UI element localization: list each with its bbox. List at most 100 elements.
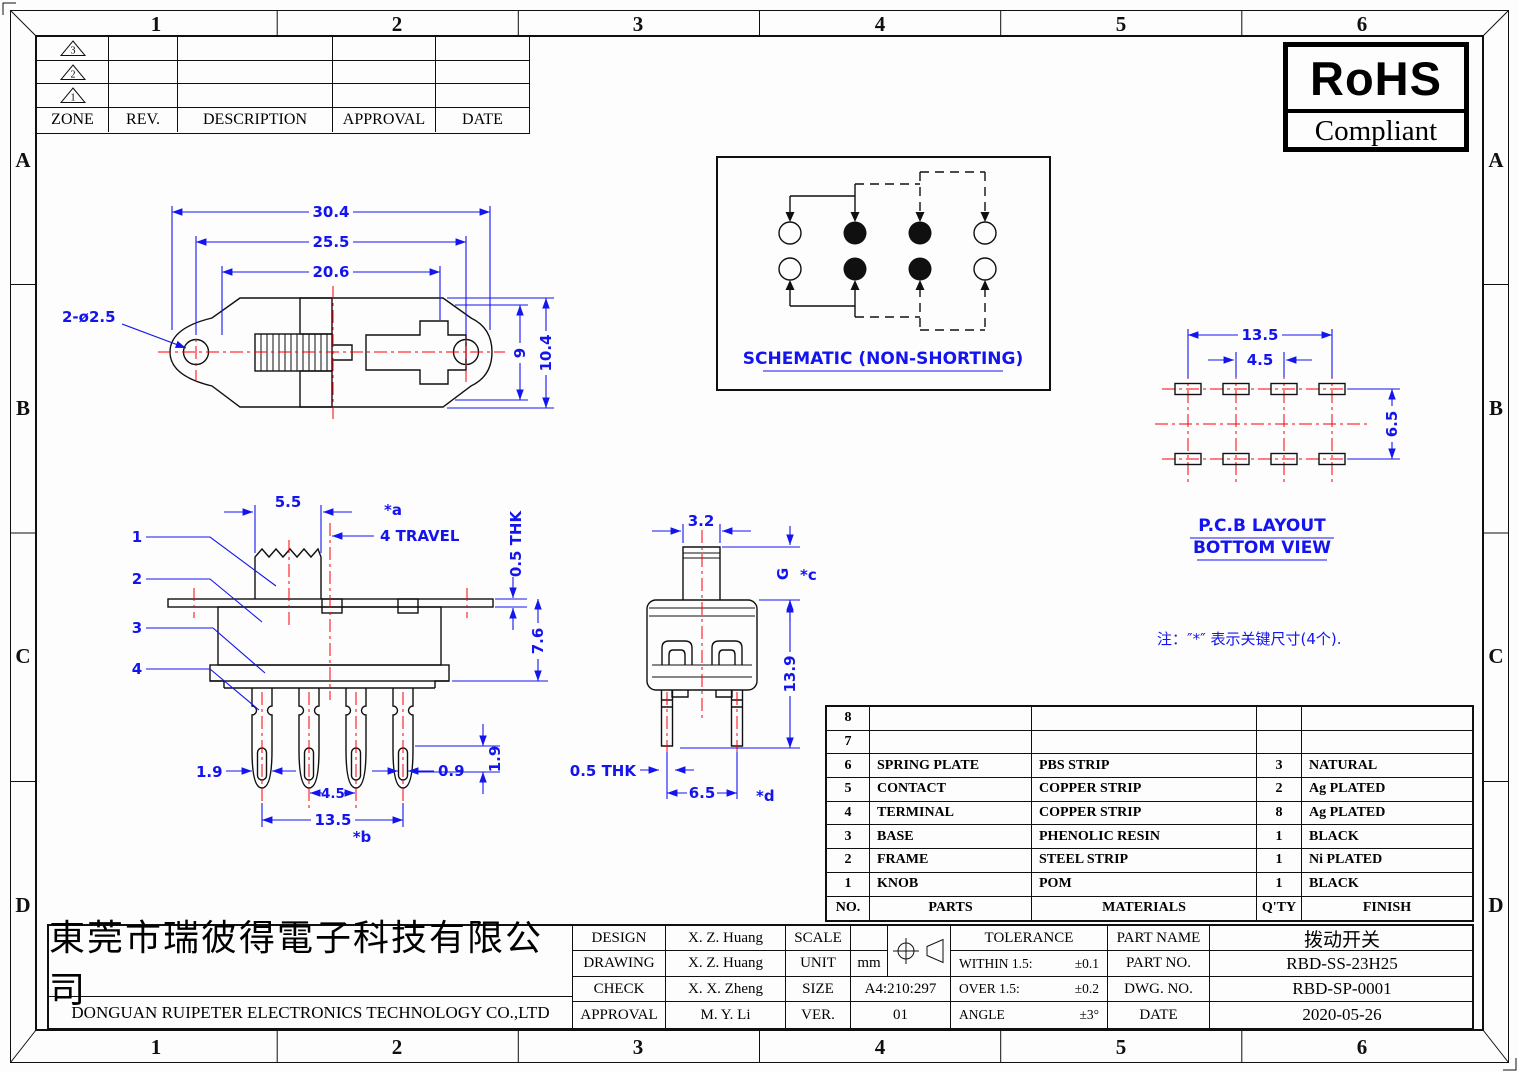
dwg-no-value: RBD-SP-0001: [1209, 977, 1474, 1002]
part-qty: 1: [1257, 849, 1302, 873]
part-no: 6: [827, 754, 870, 779]
part-finish: BLACK: [1302, 825, 1472, 850]
design-label: DESIGN: [572, 926, 665, 951]
svg-text:2: 2: [70, 69, 75, 80]
title-block: 東莞市瑞彼得電子科技有限公司 DONGUAN RUIPETER ELECTRON…: [47, 918, 1474, 1030]
dim-0-9: 0.9: [438, 762, 465, 780]
part-name: TERMINAL: [870, 801, 1032, 826]
zone-bottom-3: 3: [633, 1035, 644, 1059]
dwg-no-label: DWG. NO.: [1107, 977, 1209, 1002]
key-dimension-note: 注：″*″ 表示关键尺寸(4个).: [1157, 630, 1342, 648]
revision-header-approval: APPROVAL: [333, 108, 436, 132]
dim-1-9-left: 1.9: [196, 763, 223, 781]
zone-bottom-4: 4: [875, 1035, 886, 1059]
part-finish: Ni PLATED: [1302, 849, 1472, 873]
check-label: CHECK: [572, 977, 665, 1002]
key-dim-c: *c: [800, 566, 817, 584]
pcb-dim-4-5: 4.5: [1247, 351, 1274, 369]
company-name-en: DONGUAN RUIPETER ELECTRONICS TECHNOLOGY …: [71, 1002, 550, 1022]
unit-value: mm: [850, 951, 887, 977]
zone-left-a: A: [15, 148, 31, 172]
schematic-drawing: SCHEMATIC (NON-SHORTING): [716, 156, 1051, 391]
dim-4-5: 4.5: [321, 786, 345, 802]
parts-header-finish: FINISH: [1362, 900, 1412, 916]
dim-20-6: 20.6: [312, 263, 349, 281]
part-finish: NATURAL: [1302, 754, 1472, 779]
zone-right-a: A: [1488, 148, 1504, 172]
revision-zone-marker: 1: [37, 84, 109, 109]
callout-1-knob: 1: [132, 528, 142, 546]
zone-bottom-6: 6: [1357, 1035, 1368, 1059]
dim-thk-side: 0.5 THK: [507, 510, 525, 578]
part-material: POM: [1032, 872, 1257, 897]
part-finish: BLACK: [1302, 873, 1472, 897]
zone-top-4: 4: [875, 12, 886, 36]
zone-left-d: D: [15, 893, 30, 917]
part-name-label: PART NAME: [1107, 926, 1209, 951]
key-dim-a: *a: [384, 501, 402, 519]
part-no: 1: [827, 872, 870, 897]
parts-header-no: NO.: [827, 896, 870, 921]
pcb-layout-drawing: 13.5 4.5 6.5 P.C.B LAYOUT BOTTOM VIEW: [1155, 326, 1401, 561]
part-material: PBS STRIP: [1032, 754, 1257, 779]
part-name: BASE: [870, 825, 1032, 850]
dim-6-5: 6.5: [689, 784, 716, 802]
check-value: X. X. Zheng: [665, 977, 785, 1002]
zone-top-6: 6: [1357, 12, 1368, 36]
part-name: KNOB: [870, 872, 1032, 897]
part-qty: 1: [1257, 872, 1302, 897]
tolerance-within: WITHIN 1.5: ±0.1: [950, 951, 1107, 977]
key-dim-b: *b: [353, 828, 372, 846]
ver-label: VER.: [785, 1002, 850, 1028]
parts-header-materials: MATERIALS: [1032, 896, 1257, 921]
dim-1-9-right: 1.9: [486, 746, 504, 773]
part-no: 3: [827, 825, 870, 850]
zone-right-b: B: [1489, 396, 1503, 420]
side-view-drawing: 1 2 3 4 5.5 *a 4 TRAVEL 0.5 THK 7.6 1.9: [132, 493, 548, 846]
callout-2-frame: 2: [132, 570, 142, 588]
revision-table: 3 2 1 ZONE REV. DESCRIPTION APPROVAL DAT…: [36, 36, 530, 134]
tolerance-over: OVER 1.5: ±0.2: [950, 977, 1107, 1002]
parts-header-qty: Q'TY: [1257, 896, 1302, 921]
zone-bottom-2: 2: [392, 1035, 403, 1059]
drawing-value: X. Z. Huang: [665, 951, 785, 977]
dim-7-6: 7.6: [529, 628, 547, 655]
part-no: 8: [827, 707, 870, 731]
dim-5-5: 5.5: [275, 493, 302, 511]
size-value: A4:210:297: [850, 977, 950, 1002]
part-qty: 3: [1257, 754, 1302, 779]
date-value: 2020-05-26: [1209, 1002, 1474, 1028]
dim-mounting-holes: 2-ø2.5: [62, 308, 116, 326]
front-view-drawing: 3.2 G *c 13.9 0.5 THK 6.5 *d: [570, 512, 817, 805]
company-name-cn: 東莞市瑞彼得電子科技有限公司: [49, 918, 572, 1010]
svg-text:1: 1: [70, 93, 75, 104]
callout-3-base: 3: [132, 619, 142, 637]
zone-bottom-1: 1: [151, 1035, 162, 1059]
ver-value: 01: [850, 1002, 950, 1028]
dim-10-4: 10.4: [537, 334, 555, 371]
tolerance-angle: ANGLE ±3°: [950, 1002, 1107, 1028]
part-name: SPRING PLATE: [870, 754, 1032, 779]
zone-left-c: C: [15, 644, 30, 668]
zone-right-d: D: [1488, 893, 1503, 917]
rohs-subtitle: Compliant: [1314, 114, 1438, 147]
zone-top-1: 1: [151, 12, 162, 36]
zone-top-5: 5: [1116, 12, 1127, 36]
part-no: 2: [827, 849, 870, 873]
design-value: X. Z. Huang: [665, 926, 785, 951]
rohs-title: RoHS: [1288, 47, 1464, 113]
part-no: 5: [827, 778, 870, 802]
scale-label: SCALE: [785, 926, 850, 951]
size-label: SIZE: [785, 977, 850, 1002]
top-view-drawing: 30.4 25.5 20.6 2-ø2.5 9 10.4: [62, 203, 555, 420]
revision-zone-marker: 3: [37, 37, 109, 61]
part-qty: 8: [1257, 801, 1302, 826]
pcb-dim-13-5: 13.5: [1241, 326, 1278, 344]
part-name: FRAME: [870, 849, 1032, 873]
zone-top-3: 3: [633, 12, 644, 36]
unit-label: UNIT: [785, 951, 850, 977]
tolerance-label: TOLERANCE: [950, 926, 1107, 951]
part-no: 4: [827, 801, 870, 826]
